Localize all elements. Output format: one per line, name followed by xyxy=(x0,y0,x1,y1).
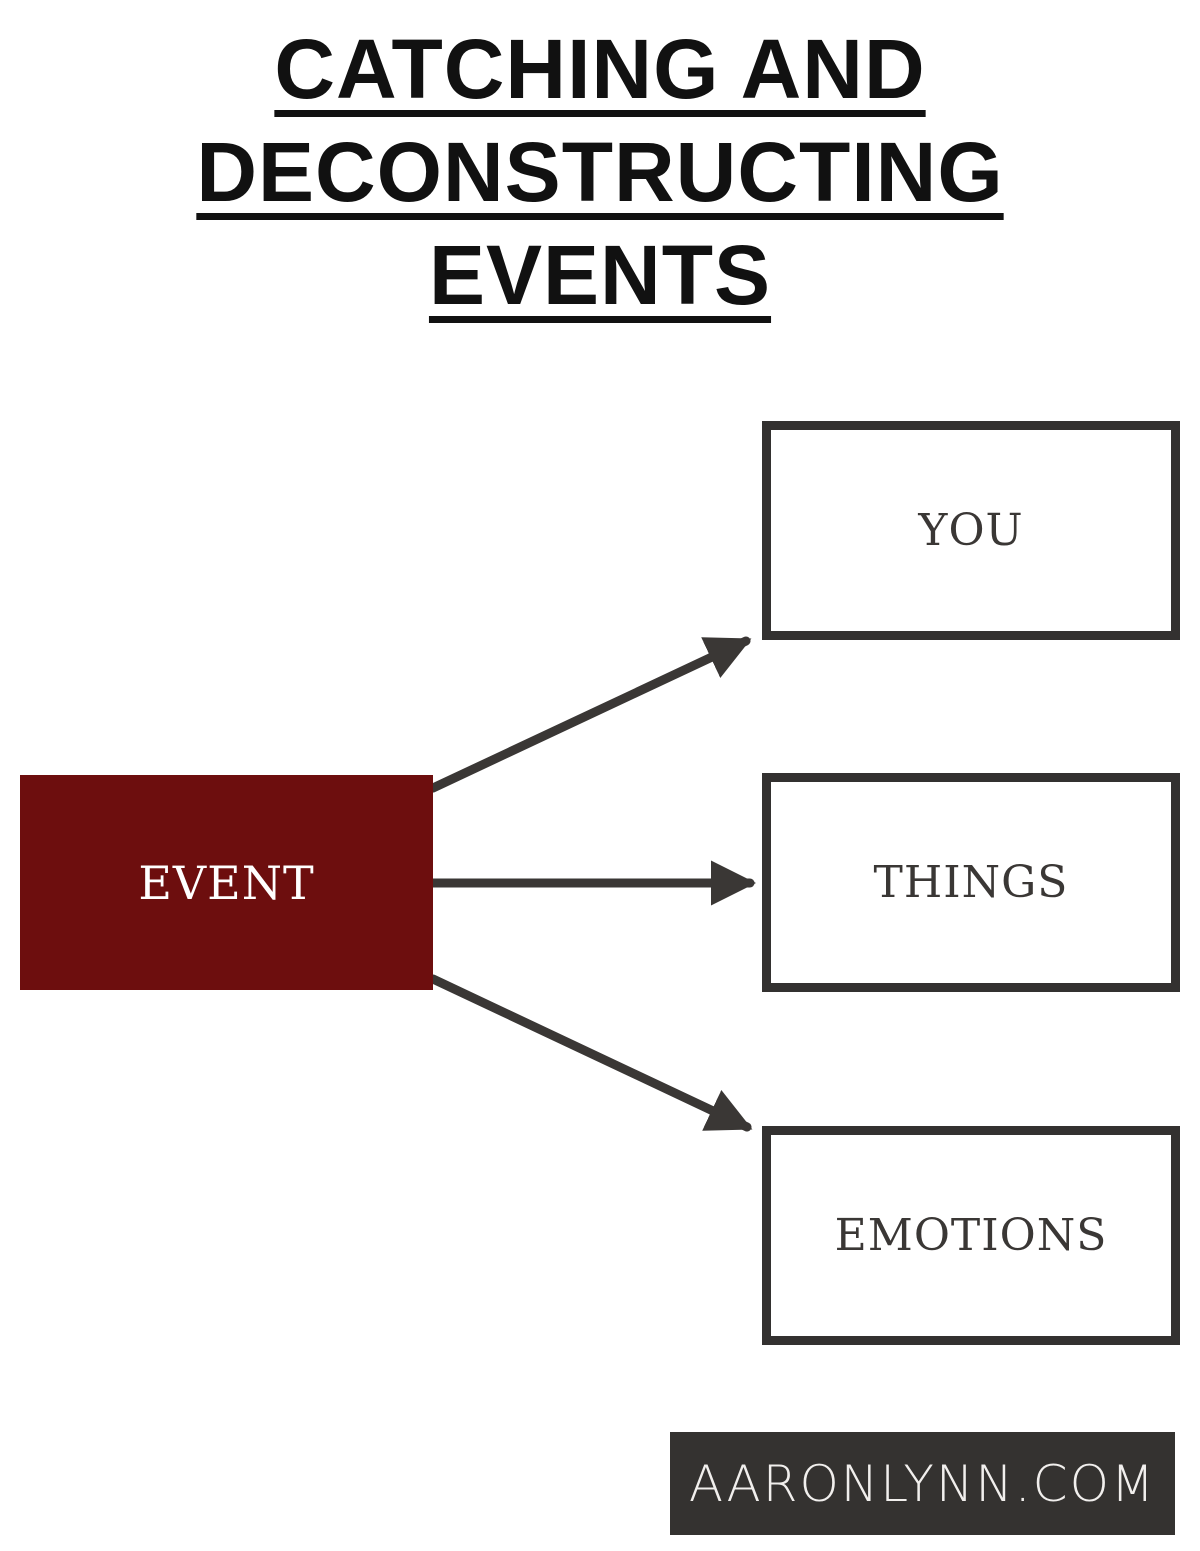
title-line-2: DECONSTRUCTING xyxy=(196,125,1004,219)
footer-site-text: AARONLYNN.COM xyxy=(688,1454,1157,1513)
you-node: YOU xyxy=(762,421,1180,640)
things-node-label: THINGS xyxy=(873,857,1069,908)
emotions-node: EMOTIONS xyxy=(762,1126,1180,1345)
you-node-label: YOU xyxy=(918,505,1024,556)
footer-badge: AARONLYNN.COM xyxy=(670,1432,1175,1535)
event-node-label: EVENT xyxy=(138,855,315,910)
page-title: CATCHING AND DECONSTRUCTING EVENTS xyxy=(0,18,1200,327)
emotions-node-label: EMOTIONS xyxy=(834,1210,1108,1261)
things-node: THINGS xyxy=(762,773,1180,992)
title-line-1: CATCHING AND xyxy=(274,22,926,116)
event-node: EVENT xyxy=(20,775,433,990)
arrow-event-to-you xyxy=(428,636,752,793)
title-line-3: EVENTS xyxy=(428,228,772,322)
arrow-event-to-emotions xyxy=(428,974,753,1132)
